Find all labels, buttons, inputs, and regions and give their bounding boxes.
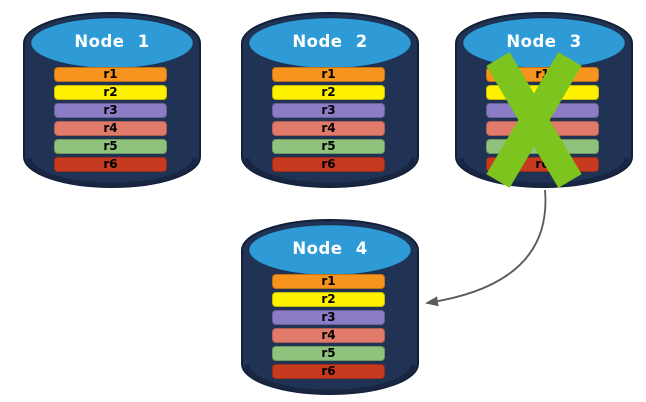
record-bar-r3: r3 — [272, 103, 385, 118]
records-list: r1 r2 r3 r4 r5 r6 — [272, 274, 385, 382]
record-bar-r3: r3 — [272, 310, 385, 325]
record-bar-r5: r5 — [272, 346, 385, 361]
record-bar-r4: r4 — [272, 121, 385, 136]
record-bar-r4: r4 — [272, 328, 385, 343]
node-1: Node 1 r1 r2 r3 r4 r5 r6 — [22, 7, 202, 193]
record-bar-r2: r2 — [272, 292, 385, 307]
record-bar-r6: r6 — [54, 157, 167, 172]
node-title: Node 1 — [74, 32, 150, 51]
record-bar-r2: r2 — [272, 85, 385, 100]
node-title: Node 3 — [506, 32, 582, 51]
node-title: Node 4 — [292, 239, 368, 258]
node-title: Node 2 — [292, 32, 368, 51]
record-bar-r6: r6 — [272, 364, 385, 379]
record-bar-r4: r4 — [54, 121, 167, 136]
records-list: r1 r2 r3 r4 r5 r6 — [272, 67, 385, 175]
failure-x-icon — [486, 52, 582, 188]
record-bar-r2: r2 — [54, 85, 167, 100]
record-bar-r1: r1 — [272, 274, 385, 289]
failover-arrow — [425, 189, 547, 307]
record-bar-r3: r3 — [54, 103, 167, 118]
record-bar-r5: r5 — [54, 139, 167, 154]
node-4: Node 4 r1 r2 r3 r4 r5 r6 — [240, 214, 420, 400]
record-bar-r1: r1 — [54, 67, 167, 82]
node-2: Node 2 r1 r2 r3 r4 r5 r6 — [240, 7, 420, 193]
records-list: r1 r2 r3 r4 r5 r6 — [54, 67, 167, 175]
record-bar-r5: r5 — [272, 139, 385, 154]
record-bar-r6: r6 — [272, 157, 385, 172]
record-bar-r1: r1 — [272, 67, 385, 82]
node-3: Node 3 r1 r2 r3 r4 r5 r6 — [454, 7, 634, 193]
